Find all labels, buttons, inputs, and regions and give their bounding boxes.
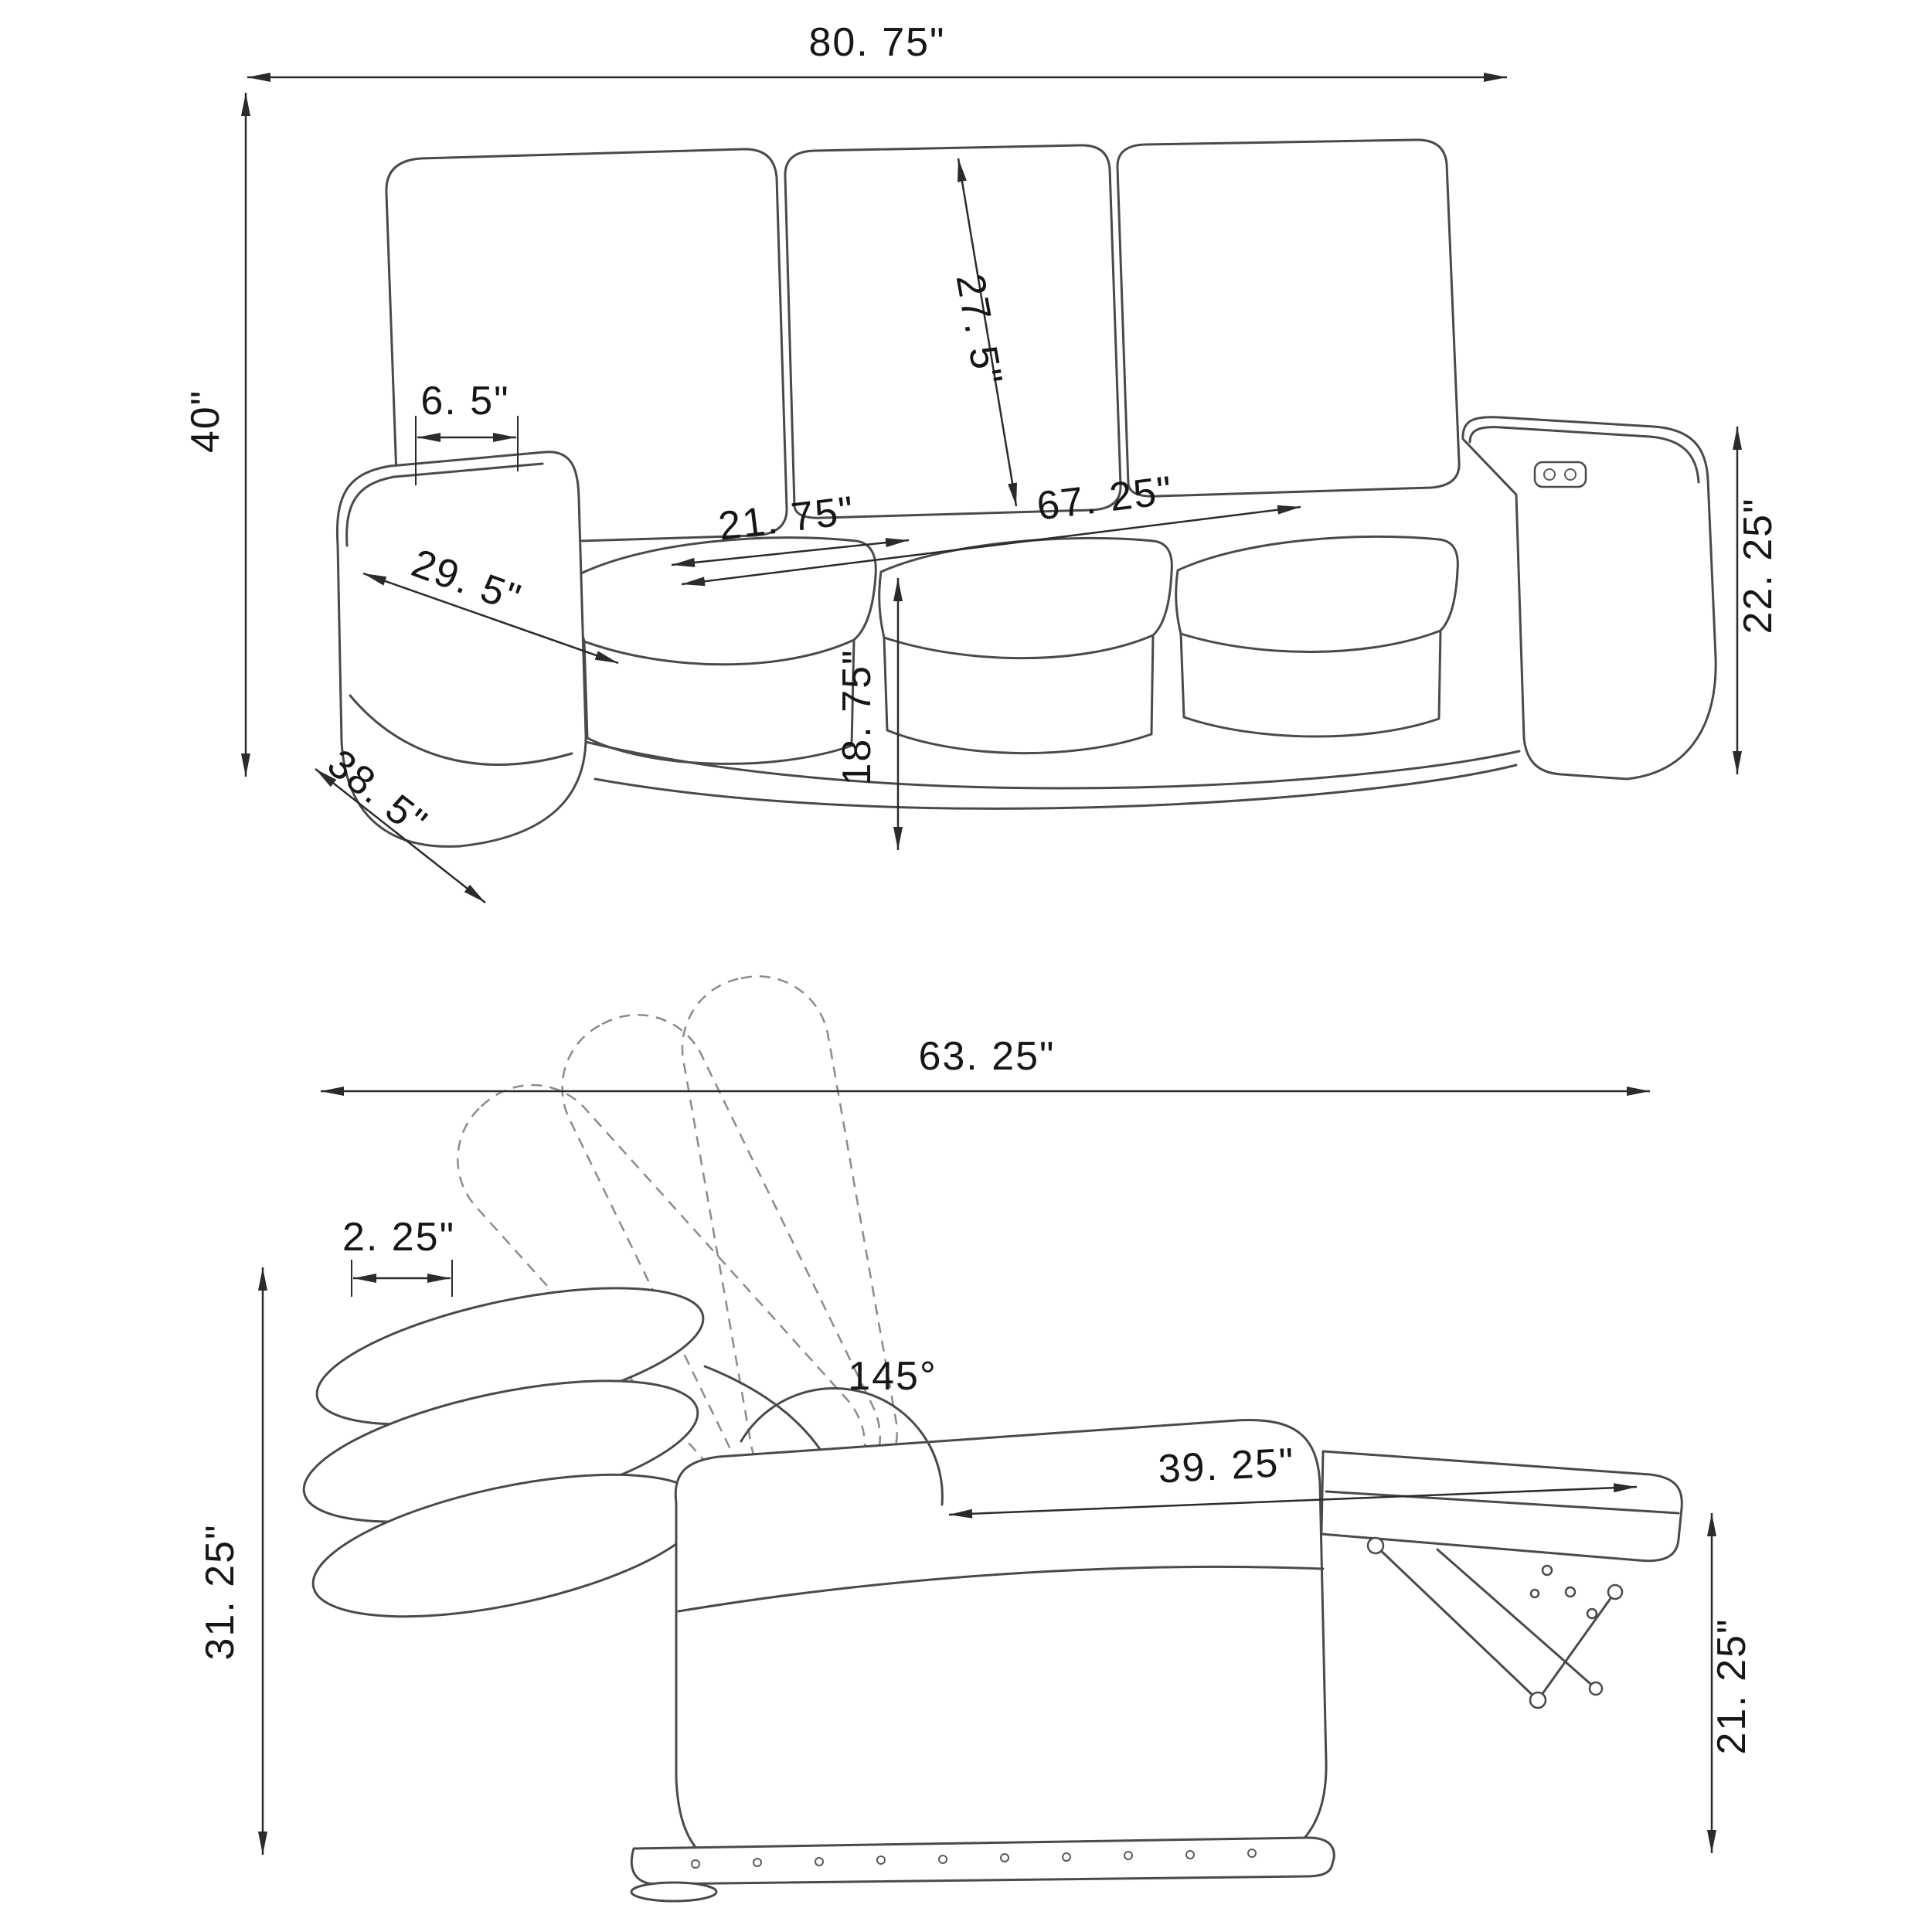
dim-label-seat-length: 39. 25" (1157, 1440, 1296, 1492)
dim-label-headrest-thickness: 2. 25" (342, 1215, 455, 1260)
dim-recliner-seat-length: 39. 25" (948, 1440, 1638, 1519)
sofa-seat-cushion-left (577, 536, 877, 765)
mechanism-link-3 (1436, 1548, 1597, 1690)
dim-recliner-footrest-height: 21. 25" (1707, 1513, 1754, 1853)
dim-label-arm-top-width: 6. 5" (420, 379, 509, 423)
rivet (876, 1855, 886, 1865)
sofa-base-skirt (584, 740, 1521, 790)
recline-angle-arc (740, 1386, 944, 1506)
rivet (1124, 1851, 1133, 1860)
recliner-backrest-stack (302, 1287, 840, 1623)
recliner-mechanism (1366, 1536, 1624, 1709)
rivet (1247, 1849, 1257, 1858)
power-panel-outline (1533, 461, 1587, 488)
dim-label-seat-height: 18. 75" (835, 648, 879, 785)
rivet (938, 1855, 947, 1864)
dim-line-seat-length (948, 1483, 1638, 1519)
sofa-right-arm (1461, 416, 1717, 781)
rivet (1185, 1850, 1195, 1859)
base-front-glide-foot (630, 1881, 718, 1903)
hinge-bolt-1 (1541, 1564, 1553, 1577)
hinge-bolt-2 (1564, 1586, 1577, 1598)
usb-port-icon (1564, 468, 1577, 481)
footrest-hinge-hardware (1529, 1564, 1598, 1620)
dim-sofa-seat-height: 18. 75" (835, 578, 903, 850)
dim-recliner-overall-height: 31. 25" (198, 1267, 267, 1855)
sofa-left-arm-piping (345, 462, 544, 547)
dim-recliner-recline-angle: 145° (848, 1354, 937, 1399)
mechanism-link-2 (1536, 1590, 1617, 1702)
dim-label-footrest-height: 21. 25" (1709, 1617, 1754, 1754)
dim-line-arm-depth (362, 572, 619, 665)
mechanism-pivot-2 (1529, 1691, 1547, 1709)
dim-label-overall-height: 40" (183, 389, 228, 453)
ghost-backrest-upright (681, 975, 898, 1506)
recliner-seat-body (674, 1418, 1328, 1878)
mechanism-pivot-4 (1588, 1681, 1604, 1696)
dim-label-recliner-height: 31. 25" (198, 1523, 243, 1660)
recliner-drawing (302, 975, 1683, 1903)
dim-label-reclined-length: 63. 25" (918, 1034, 1055, 1079)
dim-sofa-overall-width: 80. 75" (247, 20, 1507, 82)
sofa-seat-front-seam-middle (883, 634, 1155, 660)
rivet (753, 1858, 762, 1867)
sofa-seat-cushion-middle (878, 536, 1173, 755)
recliner-footrest (1320, 1450, 1683, 1620)
dim-recliner-reclined-length: 63. 25" (321, 1034, 1650, 1096)
sofa-drawing (335, 138, 1717, 848)
dim-line-back-cushion-height (957, 158, 1018, 507)
hinge-bolt-4 (1529, 1588, 1540, 1599)
dim-label-arm-height: 22. 25" (1736, 497, 1781, 634)
base-rail-rivets (691, 1849, 1257, 1869)
rivet (691, 1859, 700, 1869)
sofa-back-cushion-right (1116, 138, 1461, 498)
dim-sofa-overall-height: 40" (183, 93, 250, 777)
rivet (815, 1857, 824, 1866)
power-button-icon (1543, 468, 1556, 481)
rivet (1062, 1852, 1071, 1862)
sofa-seat-cushion-right (1175, 535, 1459, 738)
sofa-left-arm-front-seam (349, 694, 573, 766)
dim-line-overall-depth (315, 768, 486, 903)
recliner-base (630, 1836, 1335, 1903)
mechanism-link-1 (1374, 1544, 1539, 1702)
dim-sofa-arm-height: 22. 25" (1733, 427, 1781, 774)
recliner-dimensions: 63. 25" 2. 25" 145° 31. 25" 39. 25" 21. … (198, 1034, 1754, 1855)
hinge-bolt-3 (1586, 1607, 1598, 1620)
dim-label-overall-width: 80. 75" (808, 20, 945, 65)
sofa-seat-front-seam-right (1179, 629, 1442, 654)
recliner-side-seam (677, 1565, 1325, 1613)
sofa-power-button-panel (1533, 461, 1587, 488)
dim-sofa-arm-top-width: 6. 5" (415, 379, 519, 485)
sofa-back-cushion-middle (784, 144, 1122, 519)
sofa-base-hem (594, 764, 1518, 810)
base-rail (630, 1836, 1335, 1886)
mechanism-pivot-3 (1607, 1583, 1624, 1600)
dim-line-interior-seat-width (681, 505, 1301, 587)
rivet (1000, 1853, 1009, 1862)
dim-label-recline-angle: 145° (848, 1354, 937, 1399)
mechanism-pivot-1 (1366, 1536, 1385, 1555)
dim-recliner-headrest-thickness: 2. 25" (342, 1215, 455, 1297)
sofa-right-arm-piping (1468, 426, 1700, 484)
